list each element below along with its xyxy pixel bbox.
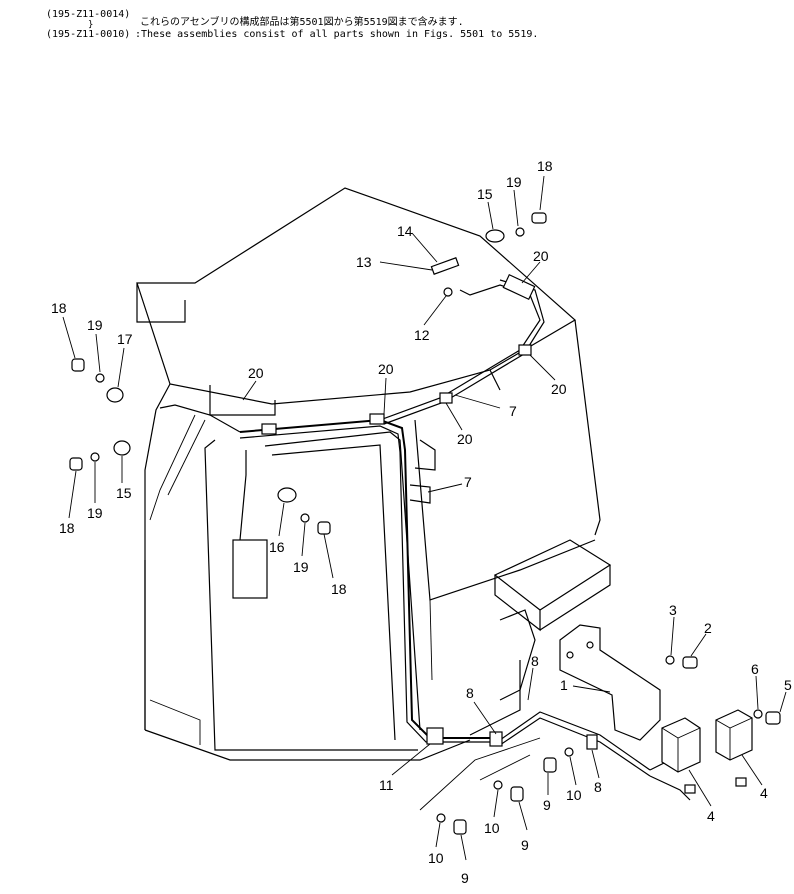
callout-20-right: 20 [551,381,567,397]
callout-9-middle: 9 [521,837,529,853]
callout-12: 12 [414,327,430,343]
lamp-16 [277,487,297,503]
callout-10-lower: 10 [428,850,444,866]
callout-7-lower: 7 [464,474,472,490]
bracket-1 [559,624,661,741]
bolt-5 [765,711,781,725]
relay-4-right [715,709,753,761]
callout-18-center: 18 [331,581,347,597]
washer-3 [665,655,675,665]
callout-8-lower: 8 [594,779,602,795]
callout-1: 1 [560,677,568,693]
clip [502,273,536,301]
callout-8-left: 8 [466,685,474,701]
bracket-hole [566,651,574,659]
callout-4-left: 4 [707,808,715,824]
part-code-top: (195-Z11-0014) [46,9,131,20]
washer-19-center [300,513,310,523]
callout-numbers: 18 19 15 14 13 20 12 18 19 17 20 20 7 20… [51,158,792,886]
callout-19-top: 19 [506,174,522,190]
callout-11: 11 [379,777,394,793]
callout-4-right: 4 [760,785,768,801]
callout-3: 3 [669,602,677,618]
washer-19-left-upper [95,373,105,383]
small-parts [69,212,781,835]
callout-16: 16 [269,539,285,555]
callout-18-top: 18 [537,158,553,174]
callout-7-upper: 7 [509,403,517,419]
lamp-15-left [113,440,131,456]
bolt-9-upper [543,757,557,773]
connector [518,344,532,356]
english-note: :These assemblies consist of all parts s… [135,29,539,40]
bolt-9-middle [510,786,524,802]
callout-20-top: 20 [533,248,549,264]
clamp [489,731,503,747]
brace-mark: } [88,20,94,30]
callout-10-middle: 10 [484,820,500,836]
clamp-8 [586,734,598,750]
connector [439,392,453,404]
relay-4-left [661,717,701,773]
part-12 [443,287,453,297]
connector [261,423,277,435]
lamp-17 [106,387,124,403]
callout-20-lower: 20 [457,431,473,447]
japanese-note: これらのアセンブリの構成部品は第5501図から第5519図まで含みます. [140,17,464,28]
leader-lines [62,175,787,861]
callout-18-left-upper: 18 [51,300,67,316]
bolt-18-left-upper [71,358,85,372]
bolt-18-center [317,521,331,535]
bolt-18-left-lower [69,457,83,471]
callout-15-top: 15 [477,186,493,202]
washer-10-upper [564,747,574,757]
callout-13: 13 [356,254,372,270]
washer-19-top [515,227,525,237]
callout-6: 6 [751,661,759,677]
washer-10-lower [436,813,446,823]
callout-19-center: 19 [293,559,309,575]
washer-6 [753,709,763,719]
washer-10-middle [493,780,503,790]
callout-9-lower: 9 [461,870,469,886]
connector [369,413,385,425]
part-code-bottom: (195-Z11-0010) [46,29,131,40]
callout-20-center: 20 [378,361,394,377]
washer-19-left-lower [90,452,100,462]
callout-15-left: 15 [116,485,132,501]
callout-8-upper: 8 [531,653,539,669]
callout-18-left-lower: 18 [59,520,75,536]
callout-2: 2 [704,620,712,636]
callout-17: 17 [117,331,133,347]
grommet [426,727,444,745]
callout-14: 14 [397,223,413,239]
bracket-hole [586,641,594,649]
bolt-18-top [531,212,547,224]
callout-9-upper: 9 [543,797,551,813]
callout-20-left: 20 [248,365,264,381]
callout-10-upper: 10 [566,787,582,803]
callout-19-left-upper: 19 [87,317,103,333]
part-14 [430,257,460,275]
callout-5: 5 [784,677,792,693]
plug [735,777,747,787]
lamp-15-top [485,229,505,243]
callout-19-left-lower: 19 [87,505,103,521]
cab-body [136,187,612,761]
bolt-9-lower [453,819,467,835]
plug [684,784,696,794]
bolt-2 [682,656,698,669]
